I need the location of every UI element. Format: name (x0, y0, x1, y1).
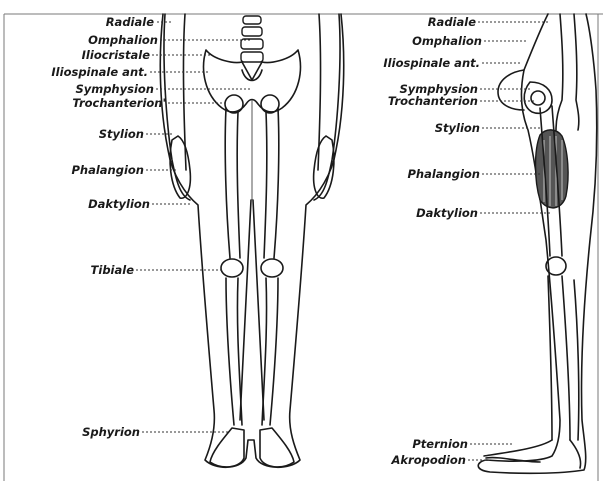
side-labels: Radiale Omphalion Iliospinale ant. Symph… (383, 15, 482, 467)
front-right-arm (314, 14, 340, 200)
label-omphalion-side: Omphalion (412, 34, 482, 48)
front-left-femur (225, 108, 240, 258)
label-phalangion-side: Phalangion (407, 167, 480, 181)
front-left-foot (210, 428, 244, 467)
front-labels: Radiale Omphalion Iliocristale Iliospina… (51, 15, 166, 439)
label-daktylion-side: Daktylion (416, 206, 478, 220)
label-pternion-side: Pternion (412, 437, 468, 451)
side-leader-lines (468, 22, 552, 460)
front-right-foot (260, 428, 294, 467)
front-right-femur (264, 108, 279, 258)
label-phalangion-front: Phalangion (71, 163, 144, 177)
front-left-arm (164, 14, 190, 200)
label-akropodion-side: Akropodion (390, 453, 466, 467)
label-omphalion-front: Omphalion (88, 33, 158, 47)
label-iliospinale-front: Iliospinale ant. (51, 65, 148, 79)
label-sphyrion-front: Sphyrion (82, 425, 140, 439)
label-radiale-side: Radiale (428, 15, 476, 29)
side-arm (556, 14, 579, 130)
label-symphysion-front: Symphysion (75, 82, 154, 96)
label-iliocristale-front: Iliocristale (82, 48, 151, 62)
side-view-drawing (478, 14, 597, 473)
front-body-outline (160, 14, 343, 467)
label-daktylion-front: Daktylion (88, 197, 150, 211)
label-stylion-front: Stylion (99, 127, 144, 141)
label-trochanterion-side: Trochanterion (388, 94, 478, 108)
front-spine (241, 16, 263, 62)
label-tibiale-front: Tibiale (91, 263, 135, 277)
label-stylion-side: Stylion (435, 121, 480, 135)
label-radiale-front: Radiale (106, 15, 154, 29)
side-hand (536, 130, 569, 208)
front-view-drawing (160, 14, 343, 467)
label-iliospinale-side: Iliospinale ant. (383, 56, 480, 70)
label-trochanterion-front: Trochanterion' (72, 96, 166, 110)
